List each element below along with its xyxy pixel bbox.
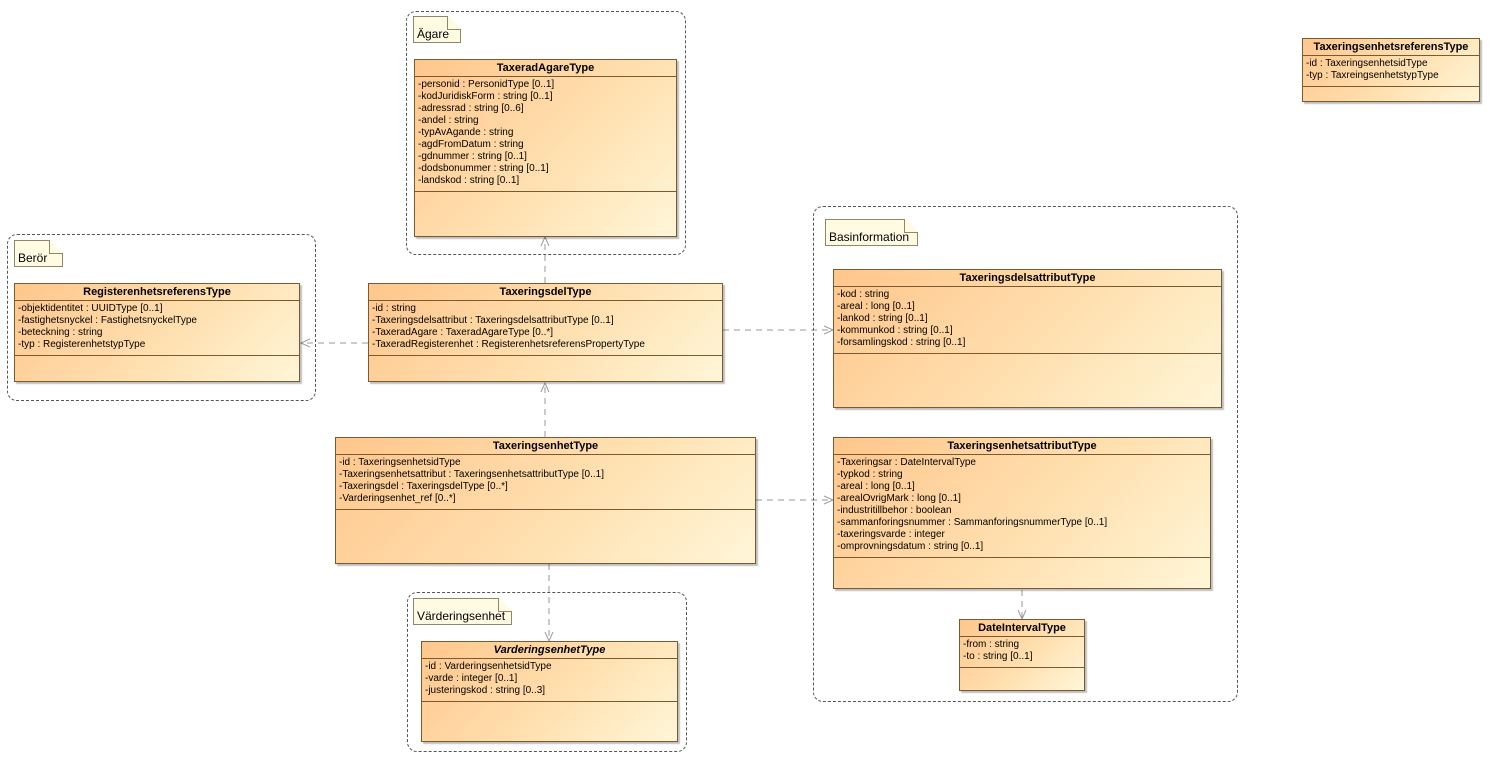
class-attribute: -Varderingsenhet_ref [0..*] [339, 493, 456, 504]
package-varderingsenhet [407, 592, 687, 752]
package-label-beror: Berör [14, 240, 63, 267]
class-attribute: -beteckning : string [18, 327, 103, 338]
class-attribute: -varde : integer [0..1] [425, 673, 518, 684]
class-dateintervaltype[interactable]: DateIntervalType -from : string-to : str… [959, 619, 1085, 691]
class-title: DateIntervalType [960, 620, 1084, 637]
class-attribute: -andel : string [418, 115, 479, 126]
class-title: RegisterenhetsreferensType [15, 284, 299, 301]
class-attribute: -dodsbonummer : string [0..1] [418, 163, 549, 174]
attribute-list: -id : string-Taxeringsdelsattribut : Tax… [369, 301, 722, 356]
attribute-list: -objektidentitet : UUIDType [0..1]-fasti… [15, 301, 299, 356]
class-attribute: -objektidentitet : UUIDType [0..1] [18, 303, 163, 314]
class-title: TaxeradAgareType [415, 60, 676, 77]
attribute-list: -kod : string-areal : long [0..1]-lankod… [834, 287, 1221, 354]
attribute-list: -personid : PersonidType [0..1]-kodJurid… [415, 77, 676, 192]
attribute-list: -id : TaxeringsenhetsidType-Taxeringsenh… [336, 455, 755, 510]
class-attribute: -id : TaxeringsenhetsidType [339, 457, 461, 468]
class-taxeringsenhetsreferenstype[interactable]: TaxeringsenhetsreferensType -id : Taxeri… [1302, 38, 1480, 102]
package-label-varderingsenhet: Värderingsenhet [413, 598, 512, 625]
class-title: TaxeringsenhetType [336, 438, 755, 455]
class-attribute: -Taxeringsenhetsattribut : Taxeringsenhe… [339, 469, 604, 480]
class-attribute: -typ : TaxreingsenhetstypType [1306, 70, 1439, 81]
class-attribute: -fastighetsnyckel : FastighetsnyckelType [18, 315, 197, 326]
class-attribute: -kod : string [837, 289, 890, 300]
class-attribute: -kommunkod : string [0..1] [837, 325, 953, 336]
class-attribute: -kodJuridiskForm : string [0..1] [418, 91, 553, 102]
class-attribute: -typAvAgande : string [418, 127, 514, 138]
class-attribute: -id : VarderingsenhetsidType [425, 661, 552, 672]
package-label-basinformation: Basinformation [825, 219, 918, 246]
attribute-list: -from : string-to : string [0..1] [960, 637, 1084, 668]
class-attribute: -forsamlingskod : string [0..1] [837, 337, 966, 348]
package-basinformation [813, 206, 1238, 702]
class-attribute: -taxeringsvarde : integer [837, 529, 945, 540]
package-beror [7, 234, 316, 401]
class-taxeringsenhettype[interactable]: TaxeringsenhetType -id : Taxeringsenhets… [335, 437, 756, 564]
class-attribute: -areal : long [0..1] [837, 481, 915, 492]
class-title: TaxeringsenhetsreferensType [1303, 39, 1479, 56]
attribute-list: -id : VarderingsenhetsidType-varde : int… [422, 659, 677, 702]
class-attribute: -Taxeringsdelsattribut : Taxeringsdelsat… [372, 315, 614, 326]
class-attribute: -gdnummer : string [0..1] [418, 151, 527, 162]
class-taxeringsdelsattributtype[interactable]: TaxeringsdelsattributType -kod : string-… [833, 269, 1222, 408]
class-attribute: -from : string [963, 639, 1020, 650]
class-taxeradagaretype[interactable]: TaxeradAgareType -personid : PersonidTyp… [414, 59, 677, 237]
class-attribute: -omprovningsdatum : string [0..1] [837, 541, 984, 552]
attribute-list: -Taxeringsar : DateIntervalType-typkod :… [834, 455, 1210, 558]
class-attribute: -personid : PersonidType [0..1] [418, 79, 555, 90]
class-attribute: -id : TaxeringsenhetsidType [1306, 58, 1428, 69]
class-title: VarderingsenhetType [422, 642, 677, 659]
class-attribute: -sammanforingsnummer : Sammanforingsnumm… [837, 517, 1108, 528]
class-attribute: -Taxeringsar : DateIntervalType [837, 457, 976, 468]
class-title: TaxeringsdelsattributType [834, 270, 1221, 287]
class-attribute: -adressrad : string [0..6] [418, 103, 524, 114]
class-taxeringsdeltype[interactable]: TaxeringsdelType -id : string-Taxeringsd… [368, 283, 723, 382]
class-attribute: -typ : RegisterenhetstypType [18, 339, 146, 350]
package-agare [406, 11, 686, 255]
class-attribute: -arealOvrigMark : long [0..1] [837, 493, 961, 504]
class-attribute: -agdFromDatum : string [418, 139, 524, 150]
package-label-agare: Ägare [413, 16, 461, 43]
class-attribute: -lankod : string [0..1] [837, 313, 928, 324]
class-attribute: -TaxeradAgare : TaxeradAgareType [0..*] [372, 327, 554, 338]
class-title: TaxeringsdelType [369, 284, 722, 301]
class-attribute: -TaxeradRegisterenhet : Registerenhetsre… [372, 339, 645, 350]
class-varderingsenhettype[interactable]: VarderingsenhetType -id : Varderingsenhe… [421, 641, 678, 742]
class-attribute: -to : string [0..1] [963, 651, 1033, 662]
class-attribute: -industritillbehor : boolean [837, 505, 952, 516]
class-attribute: -landskod : string [0..1] [418, 175, 520, 186]
attribute-list: -id : TaxeringsenhetsidType-typ : Taxrei… [1303, 56, 1479, 87]
class-registerenhetsreferenstype[interactable]: RegisterenhetsreferensType -objektidenti… [14, 283, 300, 382]
class-attribute: -Taxeringsdel : TaxeringsdelType [0..*] [339, 481, 508, 492]
class-attribute: -id : string [372, 303, 416, 314]
class-taxeringsenhetsattributtype[interactable]: TaxeringsenhetsattributType -Taxeringsar… [833, 437, 1211, 589]
class-attribute: -typkod : string [837, 469, 903, 480]
class-attribute: -justeringskod : string [0..3] [425, 685, 546, 696]
class-title: TaxeringsenhetsattributType [834, 438, 1210, 455]
class-attribute: -areal : long [0..1] [837, 301, 915, 312]
